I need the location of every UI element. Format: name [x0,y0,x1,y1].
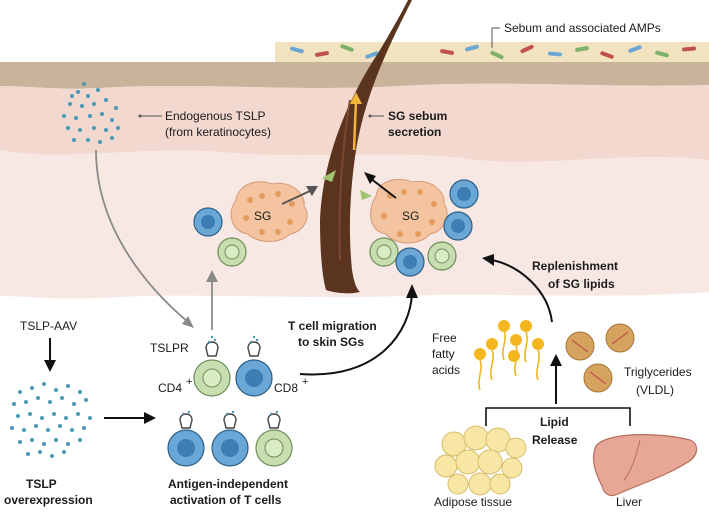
replenishment-label-2: of SG lipids [548,277,615,291]
ffa-label: Free [432,331,457,345]
adipose-tissue [434,425,527,496]
fatty-acid-heads [474,320,544,362]
antigen-independent-label: Antigen-independent [168,477,288,491]
tslp-overexpression-label-2: overexpression [4,493,93,507]
liver-organ [592,434,698,497]
gland-left-secretion-arrow [281,189,313,205]
sebaceous-gland-right [370,178,448,244]
liver-label: Liver [616,495,642,509]
cd8-cell [235,335,273,397]
endogenous-tslp-source-label: (from keratinocytes) [165,125,271,139]
tcell-migration-label-2: to skin SGs [298,335,364,349]
endogenous-tslp-label: Endogenous TSLP [165,109,266,123]
cd4-plus: + [186,376,192,388]
hair-follicle [320,0,412,294]
tcell-migration-arrow [299,293,413,376]
tcell-migration-label: T cell migration [288,319,377,333]
antigen-independent-label-2: activation of T cells [170,493,282,507]
ffa-label-3: acids [432,363,460,377]
lipid-release-bracket [485,407,631,426]
dermis [0,150,709,299]
lipid-release-label: Lipid [540,415,569,429]
skin-layers [0,42,709,299]
replenishment-arrow [491,259,553,323]
tcells-around-right-gland [369,179,479,277]
tslpr-label: TSLPR [150,341,189,355]
sg-secretion-label-2: secretion [388,125,441,139]
cd4-cell [193,335,231,397]
cd8-plus: + [302,376,308,388]
tslp-aav-label: TSLP-AAV [20,319,77,333]
sebum-amps-particles [290,44,696,60]
gland-right-secretion-arrow [369,177,397,199]
sg-secretion-label: SG sebum [388,109,447,123]
cd4-label: CD4 [158,381,182,395]
adipose-label: Adipose tissue [434,495,512,509]
tslp-overexpression-label: TSLP [26,477,57,491]
cd8-label: CD8 [274,381,298,395]
tcells-around-left-gland [193,207,247,267]
hair-highlight [338,99,351,261]
sebaceous-gland-left [230,181,308,242]
tslp-to-receptor-arrow [95,149,189,323]
replenishment-label: Replenishment [532,259,618,273]
activated-tcell-3 [255,410,293,467]
triglycerides-label: Triglycerides [624,365,692,379]
stratum-corneum [0,62,709,89]
sebum-up-arrow [352,99,358,151]
lipid-release-label-2: Release [532,433,578,447]
triglycerides-label-2: (VLDL) [636,383,674,397]
activated-tcell-1 [167,410,205,467]
triglycerides [565,323,635,393]
tslp-overexpression-dots [10,382,92,458]
sg-left-label: SG [254,209,271,223]
sg-right-label: SG [402,209,419,223]
activated-tcell-2 [211,410,249,467]
ffa-label-2: fatty [432,347,455,361]
free-fatty-acids [478,329,540,391]
endogenous-tslp-dots [62,82,120,144]
sebum-amps-label: Sebum and associated AMPs [504,21,661,35]
